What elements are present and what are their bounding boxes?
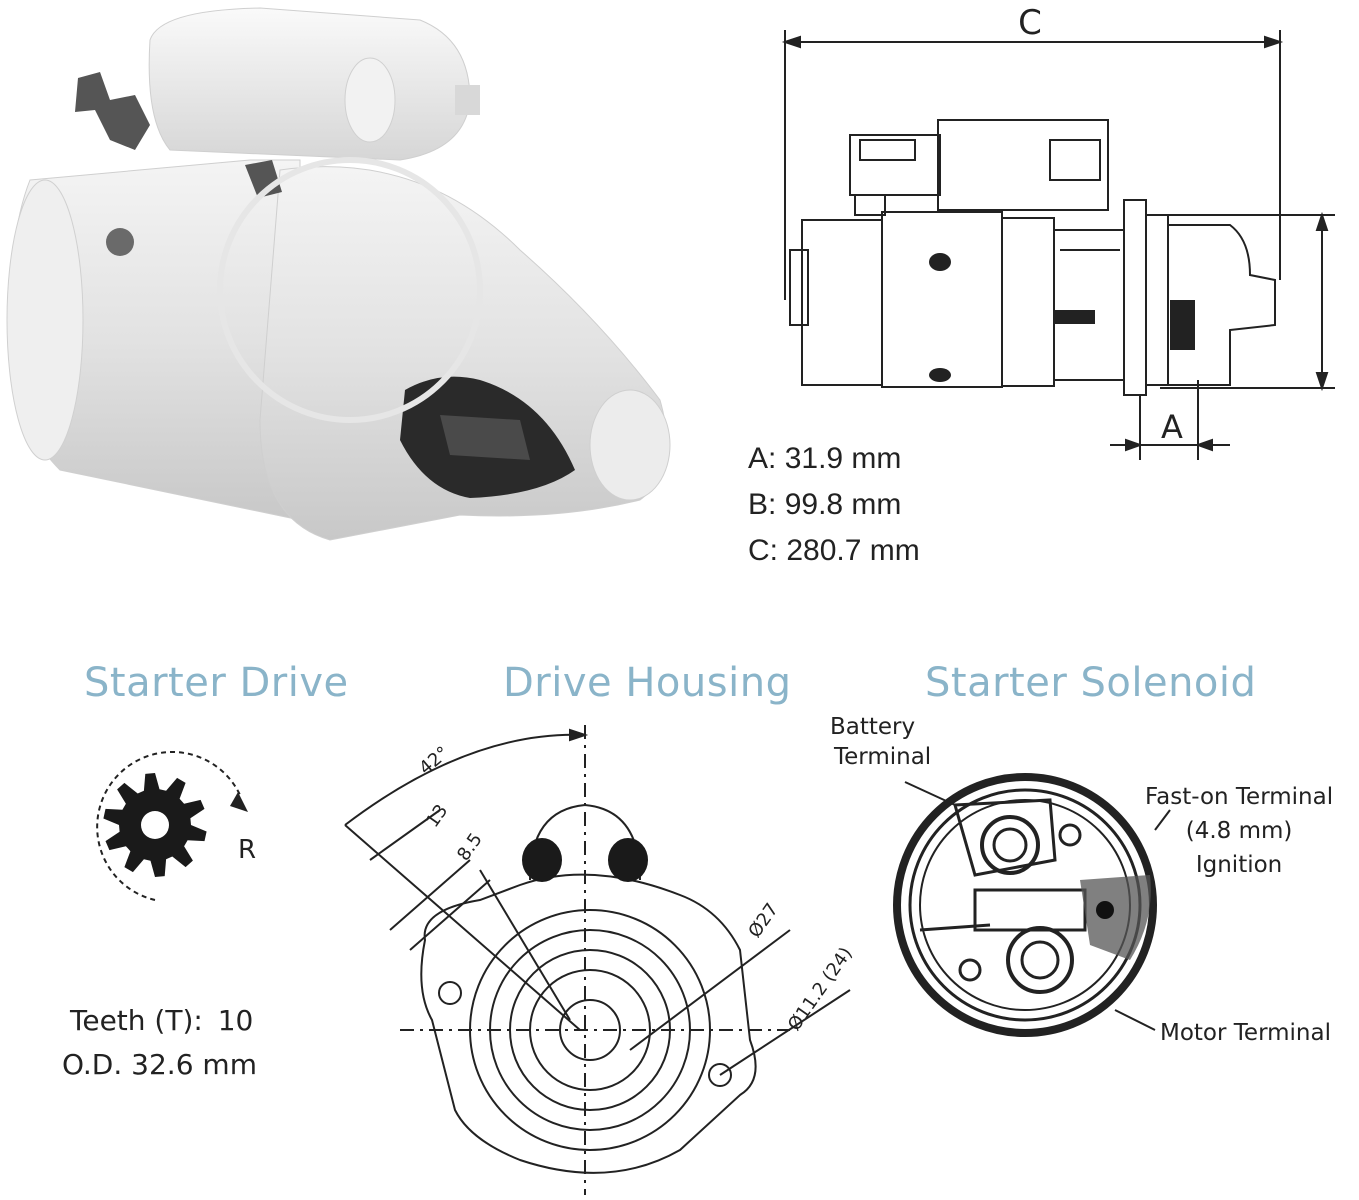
housing-dim-13: 13 — [422, 801, 452, 832]
fast-on-terminal-label: Fast-on Terminal (4.8 mm) Ignition — [1145, 784, 1334, 878]
rotation-label: R — [238, 835, 256, 865]
starter-solenoid-diagram — [893, 773, 1157, 1037]
starter-drive-diagram: R — [96, 751, 256, 901]
battery-terminal-label: Battery Terminal — [830, 714, 932, 770]
dim-a-line: A: 31.9 mm — [748, 442, 902, 475]
starter-drive-title: Starter Drive — [84, 660, 349, 706]
side-view-drawing: C A — [781, 3, 1335, 460]
housing-dim-85: 8.5 — [453, 829, 487, 865]
rotation-arrow-icon — [96, 751, 248, 901]
motor-terminal-label: Motor Terminal — [1160, 1020, 1331, 1046]
housing-dia-112: Ø11.2 (24) — [784, 943, 857, 1034]
housing-angle-label: 42° — [415, 742, 453, 779]
dim-b-line: B: 99.8 mm — [748, 488, 902, 521]
teeth-spec: Teeth (T): 10 — [70, 1004, 254, 1037]
drive-housing-diagram: 42° 13 8.5 Ø27 Ø11.2 (24) — [344, 725, 857, 1195]
solenoid-leader-lines — [904, 781, 1171, 1031]
dim-c-line: C: 280.7 mm — [748, 534, 920, 567]
starter-motor-photo — [6, 7, 671, 541]
dim-c-letter: C — [1018, 3, 1042, 43]
gear-icon — [103, 773, 207, 877]
od-spec: O.D. 32.6 mm — [62, 1048, 257, 1081]
dim-a-letter: A — [1161, 408, 1183, 446]
housing-dia-27: Ø27 — [744, 899, 782, 941]
starter-solenoid-title: Starter Solenoid — [925, 660, 1257, 706]
drive-housing-title: Drive Housing — [503, 660, 792, 706]
